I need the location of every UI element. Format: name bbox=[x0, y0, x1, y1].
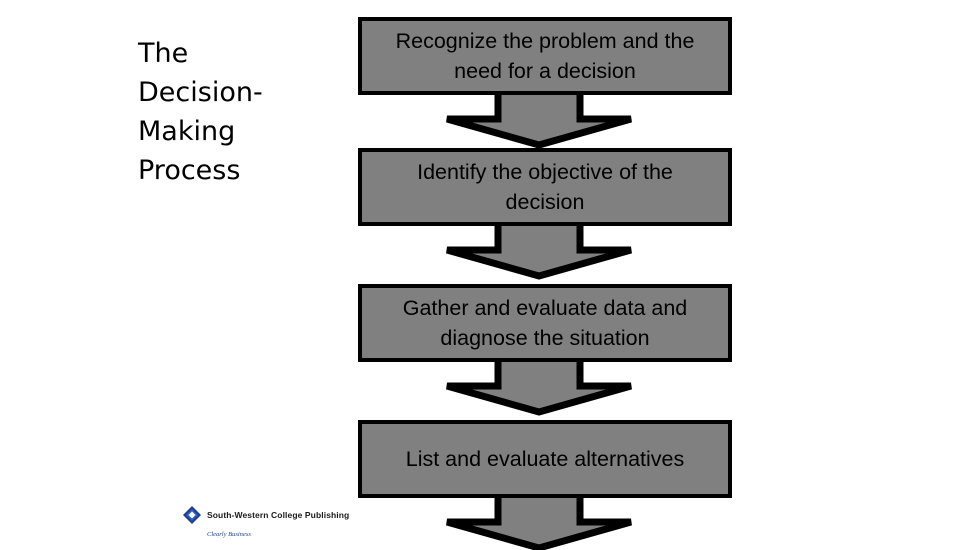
diamond-logo-icon bbox=[182, 505, 202, 525]
flow-step-box-3[interactable]: Gather and evaluate data and diagnose th… bbox=[358, 284, 732, 362]
decision-process-flowchart: Recognize the problem and the need for a… bbox=[358, 0, 732, 550]
publisher-tagline: Clearly Business bbox=[207, 531, 251, 538]
publisher-logo-text: South-Western College Publishing Clearly… bbox=[207, 504, 349, 541]
flow-step-label-1: Recognize the problem and the need for a… bbox=[395, 29, 695, 83]
flow-connector-arrow-4 bbox=[441, 486, 637, 550]
flow-connector-arrow-3 bbox=[441, 350, 637, 416]
flow-connector-arrow-1 bbox=[441, 83, 637, 149]
flow-step-box-1[interactable]: Recognize the problem and the need for a… bbox=[358, 17, 732, 95]
flow-step-box-4[interactable]: List and evaluate alternatives bbox=[358, 420, 732, 498]
flow-step-label-3: Gather and evaluate data and diagnose th… bbox=[402, 296, 688, 350]
flow-step-label-4: List and evaluate alternatives bbox=[405, 447, 685, 471]
flow-step-box-2[interactable]: Identify the objective of the decision bbox=[358, 148, 732, 226]
publisher-logo: South-Western College Publishing Clearly… bbox=[182, 504, 349, 538]
publisher-name: South-Western College Publishing bbox=[207, 510, 350, 520]
flow-connector-arrow-2 bbox=[441, 214, 637, 280]
flow-step-label-2: Identify the objective of the decision bbox=[417, 160, 673, 214]
